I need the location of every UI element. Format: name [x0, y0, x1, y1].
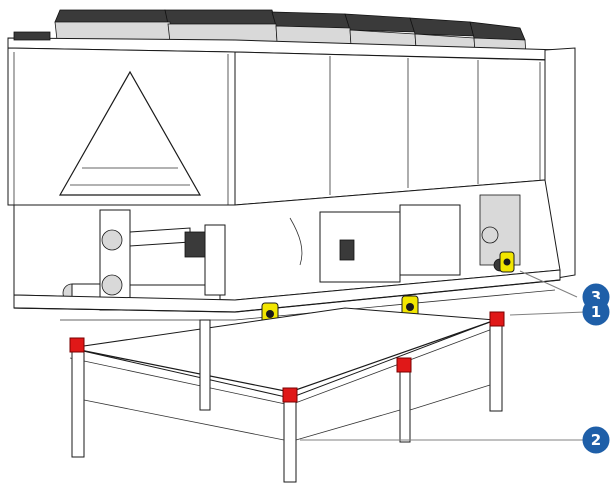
- callout-1: 1: [582, 298, 610, 326]
- unit-base-frame: [13, 269, 561, 321]
- left-end-panel: [7, 47, 236, 206]
- callout-1-number: 1: [591, 303, 601, 321]
- mounting-pad: [489, 311, 505, 327]
- lifting-lug: [499, 251, 515, 273]
- callout-3-number: 3: [591, 288, 601, 306]
- mounting-pads: [69, 311, 505, 403]
- machinery-bay: [13, 179, 561, 311]
- mounting-pad: [282, 387, 298, 403]
- side-coil-panels: [234, 47, 576, 281]
- leader-lines: [300, 270, 586, 441]
- callout-2-number: 2: [591, 431, 601, 449]
- mounting-pad: [396, 357, 412, 373]
- callout-2: 2: [582, 426, 610, 454]
- mounting-pad: [69, 337, 85, 353]
